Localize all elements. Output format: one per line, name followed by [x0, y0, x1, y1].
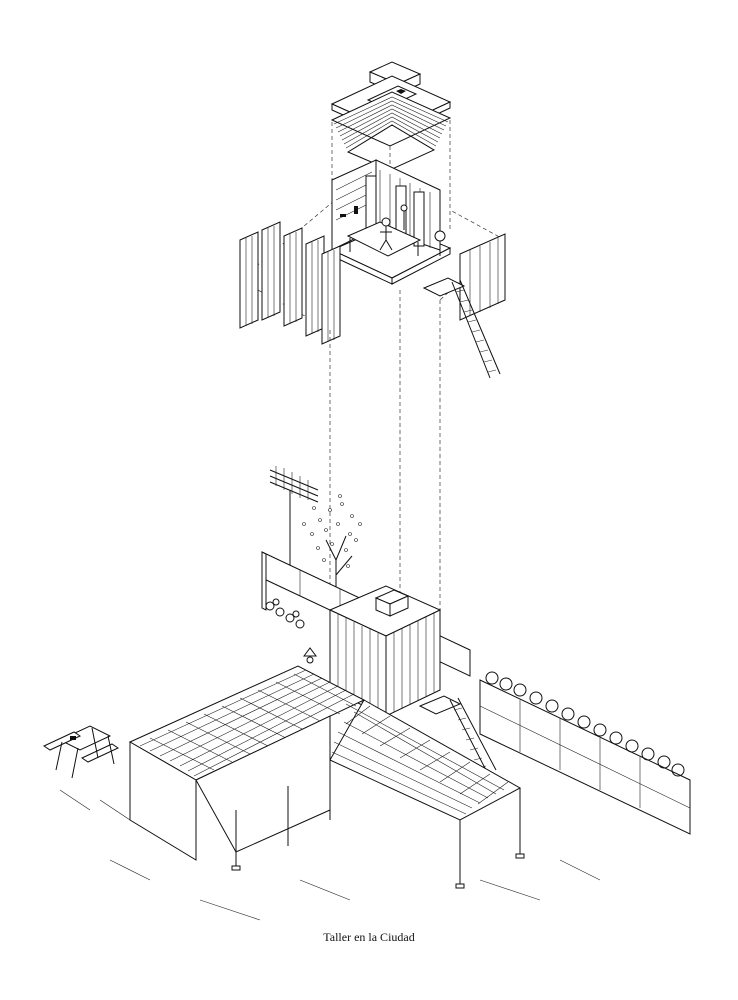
house — [128, 647, 525, 889]
fence-right — [479, 671, 691, 835]
stair-upper — [451, 279, 501, 379]
louver-panel-left — [239, 221, 341, 345]
cabin-interior-module — [330, 159, 452, 285]
stair-lower — [449, 697, 497, 775]
projection-lines-lower — [329, 290, 441, 640]
tree — [302, 494, 362, 600]
picnic-table — [42, 725, 120, 779]
wall-panel-right — [422, 233, 506, 321]
caption: Taller en la Ciudad — [323, 930, 415, 944]
ground-texture — [59, 789, 601, 921]
roof-layers — [330, 91, 452, 171]
antenna — [269, 466, 319, 570]
